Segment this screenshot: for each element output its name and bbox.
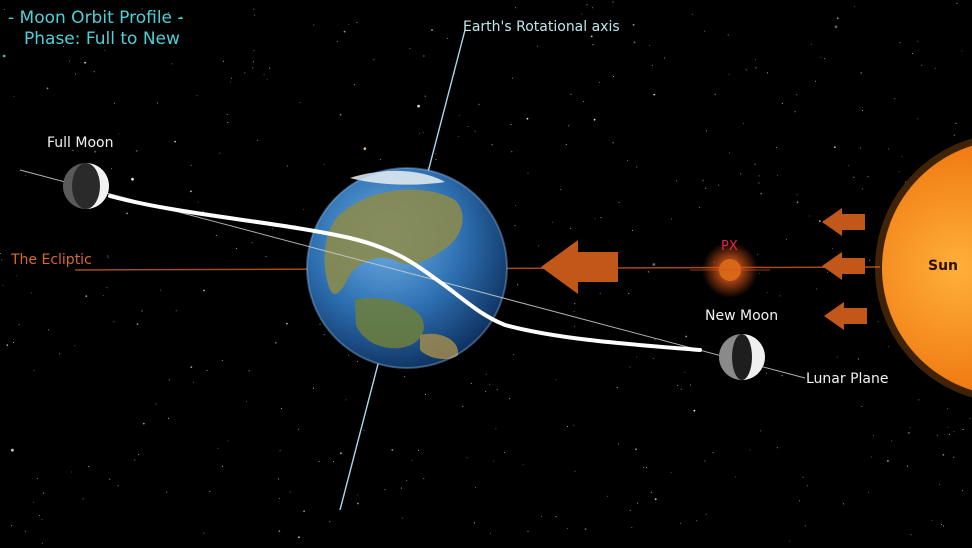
solar-arrows bbox=[541, 208, 867, 330]
earth bbox=[306, 167, 508, 369]
full-moon bbox=[63, 163, 109, 209]
large-arrow bbox=[541, 240, 618, 294]
full-moon-label: Full Moon bbox=[47, 135, 114, 151]
arrow-middle bbox=[822, 252, 865, 280]
title-line-1: - Moon Orbit Profile - bbox=[8, 8, 184, 28]
lunar-plane-label: Lunar Plane bbox=[806, 371, 889, 387]
title-line-2: Phase: Full to New bbox=[24, 29, 180, 49]
arrow-top bbox=[822, 208, 865, 236]
sun-label: Sun bbox=[928, 258, 959, 274]
diagram-title: - Moon Orbit Profile - Phase: Full to Ne… bbox=[8, 8, 184, 50]
moon-orbit-path bbox=[108, 194, 702, 352]
sun bbox=[875, 138, 972, 398]
ecliptic-label: The Ecliptic bbox=[11, 252, 92, 268]
new-moon-label: New Moon bbox=[705, 308, 779, 324]
new-moon bbox=[719, 334, 765, 380]
arrow-bottom bbox=[824, 302, 867, 330]
px-object bbox=[690, 242, 770, 298]
px-label: PX bbox=[721, 239, 738, 254]
earth-axis-label: Earth's Rotational axis bbox=[463, 19, 620, 35]
